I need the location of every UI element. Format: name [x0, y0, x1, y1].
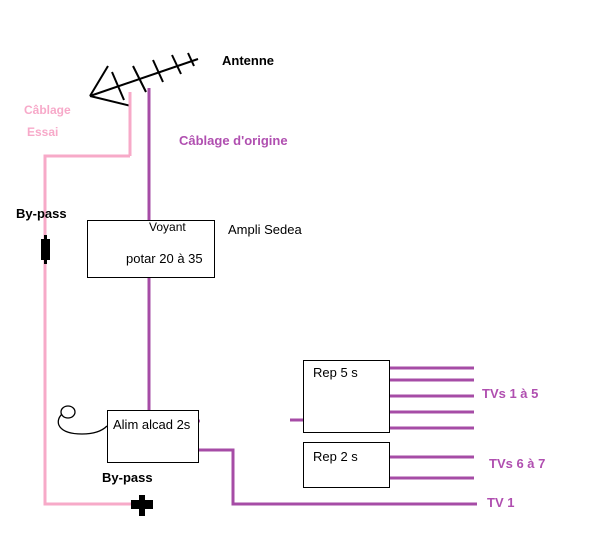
power-supply-label: Alim alcad 2s: [113, 417, 191, 432]
tv-1-label: TV 1: [487, 495, 515, 510]
power-supply-box: [107, 410, 199, 463]
original-cabling-label: Câblage d'origine: [179, 133, 288, 148]
test-cabling-label-line2: Essai: [27, 125, 59, 139]
splitter-5-label: Rep 5 s: [313, 365, 358, 380]
bypass-top-label: By-pass: [16, 206, 67, 221]
splitter-2-box: [303, 442, 390, 488]
amplifier-box: [87, 220, 215, 278]
test-cabling-wires: [43, 92, 140, 506]
original-cabling-wires: [147, 88, 477, 506]
splitter-5-box: [303, 360, 390, 433]
test-cabling-label: Câblage: [24, 103, 71, 117]
yagi-antenna-icon: [89, 52, 199, 107]
splitter-2-label: Rep 2 s: [313, 449, 358, 464]
tvs-6-7-label: TVs 6 à 7: [489, 456, 546, 471]
bypass-connector-icon: [131, 495, 153, 516]
bypass-connector-icon: [41, 235, 50, 264]
cable-loop-icon: [57, 405, 108, 435]
bypass-bottom-label: By-pass: [102, 470, 153, 485]
indicator-label: Voyant: [149, 220, 186, 234]
amplifier-name-label: Ampli Sedea: [228, 222, 302, 237]
antenna-label: Antenne: [222, 53, 274, 68]
potentiometer-label: potar 20 à 35: [126, 251, 203, 266]
tvs-1-5-label: TVs 1 à 5: [482, 386, 539, 401]
